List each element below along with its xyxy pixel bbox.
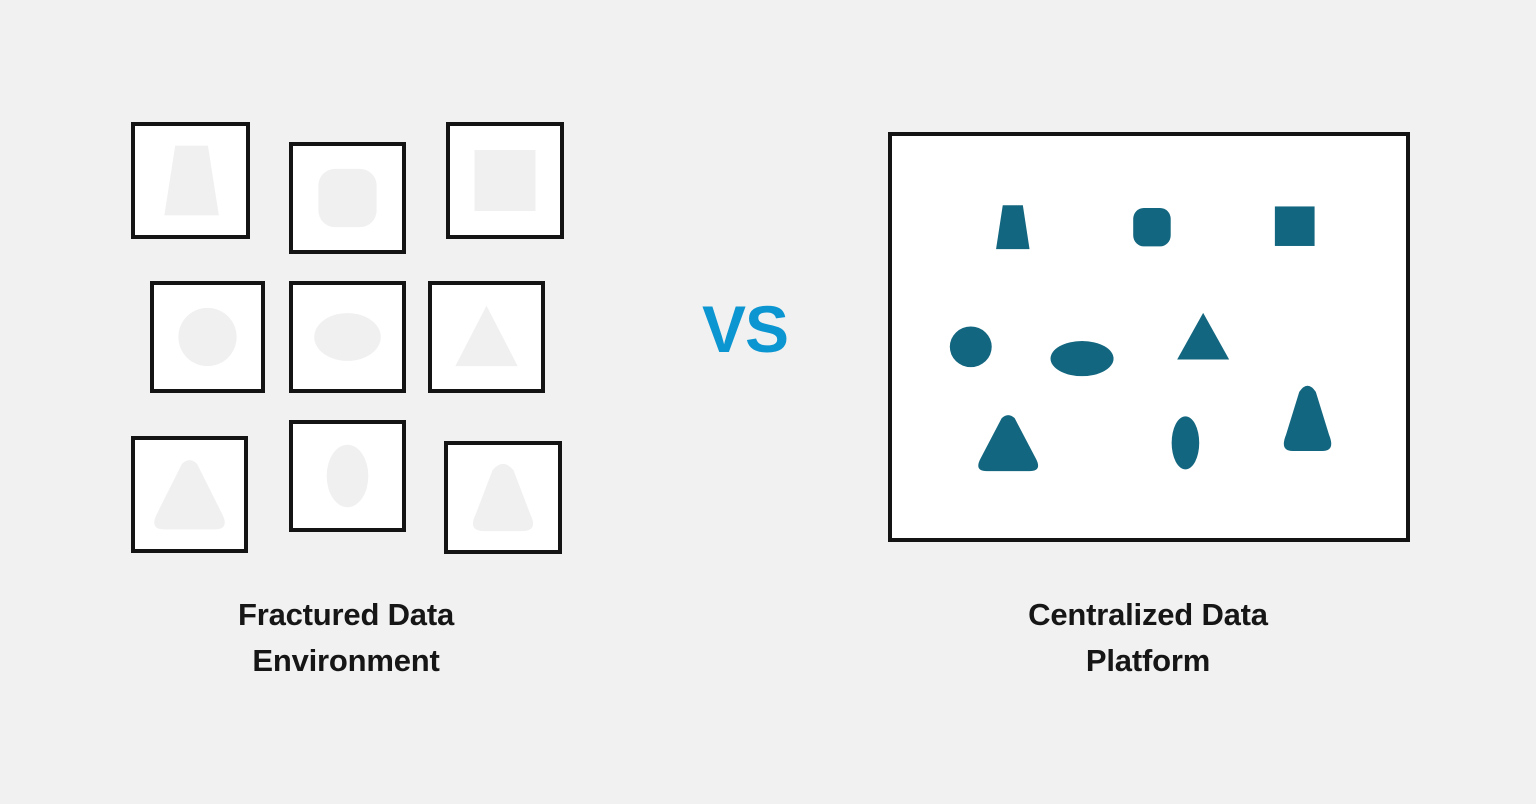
rounded-cone-path xyxy=(1283,385,1332,452)
wide-ellipse-shape xyxy=(1050,340,1114,377)
triangle-path xyxy=(455,305,518,367)
rounded-cone-shape xyxy=(1283,385,1332,452)
circle-shape xyxy=(154,285,261,389)
centralized-shapes-group xyxy=(949,205,1332,472)
square-path xyxy=(474,149,536,212)
left-caption-line-1: Fractured Data xyxy=(238,597,454,632)
wide-ellipse-shape xyxy=(293,285,402,389)
ellipse-tall-path xyxy=(1171,416,1200,470)
centralized-data-panel xyxy=(888,132,1410,542)
rounded-square-shape xyxy=(293,146,402,250)
square-shape xyxy=(1274,206,1315,246)
data-silo-box-5[interactable] xyxy=(289,281,406,393)
right-caption: Centralized Data Platform xyxy=(948,592,1348,683)
rounded-cone-shape xyxy=(448,445,558,550)
fractured-data-grid xyxy=(0,0,700,804)
ellipse-wide-path xyxy=(1050,340,1114,377)
data-silo-box-9[interactable] xyxy=(444,441,562,554)
tall-ellipse-shape xyxy=(293,424,402,528)
left-caption-line-2: Environment xyxy=(252,642,440,678)
trapezoid-path xyxy=(996,205,1030,250)
triangle-shape xyxy=(432,285,541,389)
rounded-triangle-shape xyxy=(135,440,244,549)
left-caption: Fractured Data Environment xyxy=(146,592,546,683)
rounded-cone-path xyxy=(472,463,534,532)
square-shape xyxy=(450,126,560,235)
data-silo-box-8[interactable] xyxy=(289,420,406,532)
trapezoid-shape xyxy=(996,205,1030,250)
rounded-triangle-shape xyxy=(978,415,1039,472)
versus-label: VS xyxy=(701,292,789,366)
triangle-shape xyxy=(1177,312,1230,360)
trapezoid-shape xyxy=(135,126,246,235)
triangle-path xyxy=(1177,312,1230,360)
data-silo-box-3[interactable] xyxy=(446,122,564,239)
circle-path xyxy=(178,307,237,367)
rounded-square-shape xyxy=(1133,207,1171,247)
rounded-square-path xyxy=(318,168,377,228)
data-silo-box-6[interactable] xyxy=(428,281,545,393)
right-caption-line-1: Centralized Data xyxy=(1028,597,1268,632)
rounded-square-path xyxy=(1133,207,1171,247)
ellipse-tall-path xyxy=(326,444,369,508)
rounded-triangle-path xyxy=(154,460,225,530)
circle-shape xyxy=(949,326,992,368)
data-silo-box-2[interactable] xyxy=(289,142,406,254)
trapezoid-path xyxy=(164,145,219,216)
tall-ellipse-shape xyxy=(1171,416,1200,470)
data-silo-box-7[interactable] xyxy=(131,436,248,553)
square-path xyxy=(1274,206,1315,246)
right-caption-line-2: Platform xyxy=(1085,642,1211,678)
data-silo-box-4[interactable] xyxy=(150,281,265,393)
circle-path xyxy=(949,326,992,368)
ellipse-wide-path xyxy=(314,313,381,361)
rounded-triangle-path xyxy=(978,415,1039,472)
data-silo-box-1[interactable] xyxy=(131,122,250,239)
